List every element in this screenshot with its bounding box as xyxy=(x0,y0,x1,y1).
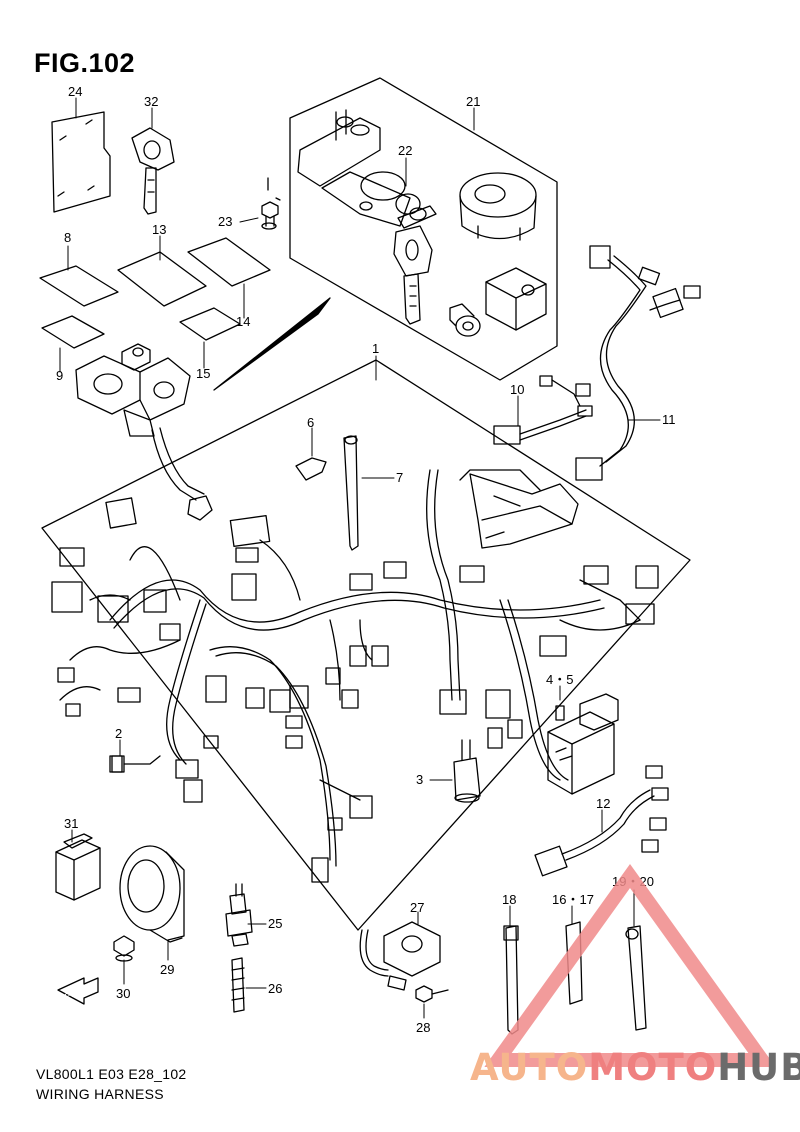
callout-31: 31 xyxy=(64,816,78,831)
callout-numbers: 24 32 21 22 23 8 13 14 15 9 1 6 7 10 11 … xyxy=(56,84,676,1035)
callout-11: 11 xyxy=(662,412,676,427)
harness-connectors xyxy=(51,473,659,883)
lock-set-outline-box xyxy=(289,77,558,381)
callout-9: 9 xyxy=(56,368,63,383)
callout-4-5: 4・5 xyxy=(546,672,573,687)
callout-3: 3 xyxy=(416,772,423,787)
callout-24: 24 xyxy=(68,84,82,99)
callout-25: 25 xyxy=(268,916,282,931)
callout-28: 28 xyxy=(416,1020,430,1035)
callout-1: 1 xyxy=(372,341,379,356)
watermark-triangle-logo xyxy=(484,863,776,1067)
sensor-27-drawing xyxy=(359,921,441,991)
callout-10: 10 xyxy=(510,382,524,397)
relay-31-drawing xyxy=(55,833,101,901)
clip-6-drawing xyxy=(295,457,327,481)
callout-26: 26 xyxy=(268,981,282,996)
callout-18: 18 xyxy=(502,892,516,907)
callout-6: 6 xyxy=(307,415,314,430)
ignition-switch-drawing xyxy=(297,109,437,229)
tie-18-drawing xyxy=(503,925,519,1035)
watermark-auto: AUTO xyxy=(470,1046,589,1089)
watermark-hub: HUB xyxy=(717,1046,800,1089)
ignition-key-drawing xyxy=(393,225,433,325)
bolt-28-drawing xyxy=(415,985,449,1003)
harness-outline-box xyxy=(41,359,691,931)
callout-22: 22 xyxy=(398,143,412,158)
callout-30: 30 xyxy=(116,986,130,1001)
lock-cylinder-drawing xyxy=(449,303,481,337)
pointer-arrow-drawing xyxy=(213,297,331,391)
bolt-23-drawing xyxy=(261,201,279,230)
plate-24-drawing xyxy=(51,111,111,213)
watermark-moto: MOTO xyxy=(588,1046,718,1089)
watermark-wordmark: AUTOMOTOHUB xyxy=(470,1046,800,1089)
callout-13: 13 xyxy=(152,222,166,237)
fuse-box-drawing xyxy=(547,693,619,795)
sub-harness-10-drawing xyxy=(493,375,593,445)
callout-27: 27 xyxy=(410,900,424,915)
ignition-switch-lower-drawing xyxy=(75,343,213,521)
label-8-drawing xyxy=(39,265,119,307)
sensor-26-drawing xyxy=(231,957,245,1013)
callout-15: 15 xyxy=(196,366,210,381)
component-3-drawing xyxy=(453,739,481,803)
component-2-drawing xyxy=(109,755,161,773)
main-harness-wires xyxy=(59,469,641,867)
model-code: VL800L1 E03 E28_102 xyxy=(36,1066,187,1082)
key-32-drawing xyxy=(131,127,175,215)
diagram-caption: WIRING HARNESS xyxy=(36,1086,164,1102)
figure-title: FIG.102 xyxy=(34,48,136,78)
callout-29: 29 xyxy=(160,962,174,977)
callout-14: 14 xyxy=(236,314,250,329)
sub-harness-11-drawing xyxy=(575,245,701,481)
callout-23: 23 xyxy=(218,214,232,229)
switch-25-drawing xyxy=(225,883,253,947)
label-13-drawing xyxy=(117,251,207,307)
bolt-30-drawing xyxy=(113,935,135,962)
horn-29-drawing xyxy=(119,845,185,943)
label-14-drawing xyxy=(187,237,271,287)
callout-16-17: 16・17 xyxy=(552,892,594,907)
callout-12: 12 xyxy=(596,796,610,811)
clamp-16-17-drawing xyxy=(565,921,583,1005)
label-15-drawing xyxy=(179,307,241,341)
label-9-drawing xyxy=(41,315,105,349)
tie-7-drawing xyxy=(343,435,359,551)
sub-harness-12-drawing xyxy=(534,765,669,877)
fwd-direction-arrow xyxy=(57,977,99,1005)
leader-lines xyxy=(59,97,661,1019)
fuel-cap-drawing xyxy=(459,172,537,241)
seat-lock-drawing xyxy=(485,267,547,331)
callout-8: 8 xyxy=(64,230,71,245)
callout-21: 21 xyxy=(466,94,480,109)
callout-32: 32 xyxy=(144,94,158,109)
callout-2: 2 xyxy=(115,726,122,741)
callout-7: 7 xyxy=(396,470,403,485)
clamp-19-20-drawing xyxy=(625,925,647,1031)
